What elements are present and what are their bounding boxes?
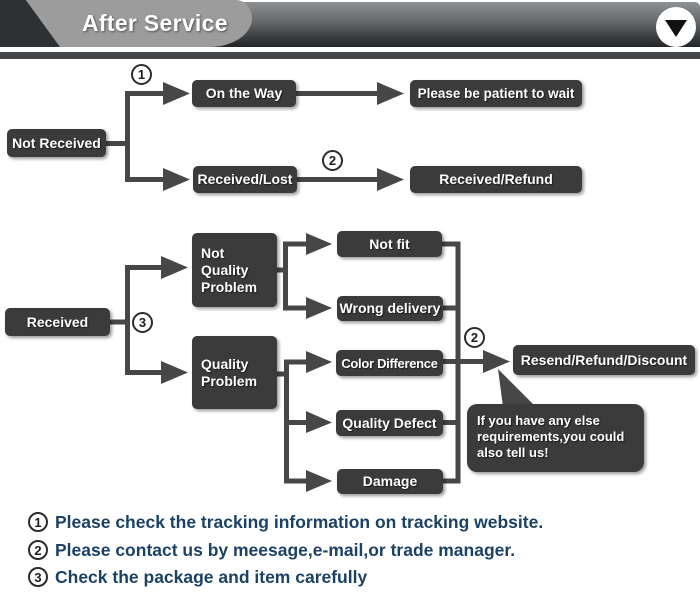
node-quality-defect: Quality Defect [336,410,443,436]
note-row-1: 1 Please check the tracking information … [28,511,543,533]
node-on-the-way: On the Way [192,80,296,107]
node-not-received: Not Received [7,129,106,157]
node-quality-problem: Quality Problem [192,336,277,409]
note-badge-1: 1 [28,512,48,532]
node-color-difference: Color Difference [336,350,443,376]
badge-1: 1 [131,64,152,85]
note-text-2: Please contact us by meesage,e-mail,or t… [55,539,516,560]
node-wrong-delivery: Wrong delivery [337,296,443,321]
badge-2-top: 2 [322,150,343,171]
node-not-quality-problem: Not Quality Problem [192,233,277,307]
header-divider [0,52,700,59]
node-received-lost: Received/Lost [193,166,297,193]
node-resend-refund-discount: Resend/Refund/Discount [513,345,695,375]
note-text-1: Please check the tracking information on… [55,511,544,532]
collapse-button[interactable] [656,7,696,47]
node-received-refund: Received/Refund [410,166,582,193]
note-row-2: 2 Please contact us by meesage,e-mail,or… [28,539,515,561]
node-please-wait: Please be patient to wait [410,80,582,107]
page-title: After Service [82,10,228,36]
badge-2-bottom: 2 [464,327,485,348]
note-row-3: 3 Check the package and item carefully [28,566,367,588]
down-triangle-icon [665,20,687,37]
node-damage: Damage [337,469,443,494]
badge-3: 3 [132,312,153,333]
note-text-3: Check the package and item carefully [55,566,368,587]
node-not-fit: Not fit [337,231,442,257]
note-badge-3: 3 [28,567,48,587]
node-received: Received [5,308,110,336]
speech-bubble: If you have any else requirements,you co… [467,404,644,472]
note-badge-2: 2 [28,540,48,560]
